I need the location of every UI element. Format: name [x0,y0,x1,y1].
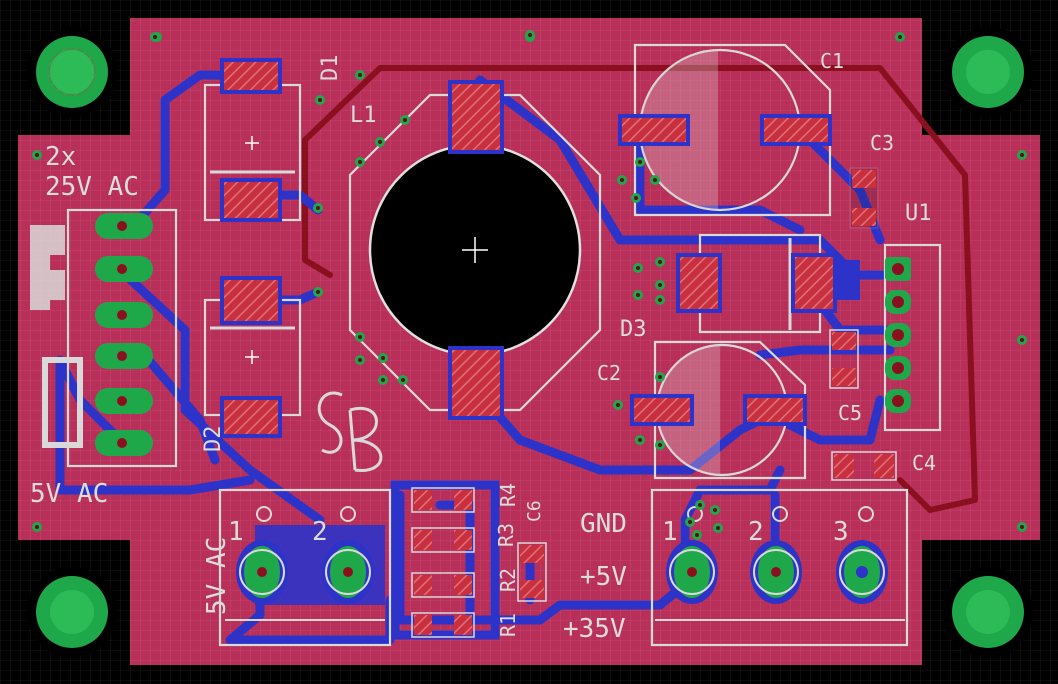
via-hole [658,283,662,287]
label-ac-pin-1: 1 [228,517,244,547]
label-c2: C2 [597,361,621,385]
via-hole [653,178,657,182]
u1-outline [883,243,942,432]
mounting-holes [27,27,1033,657]
input-connector-outline [66,208,178,468]
inductor-l1-outline [348,93,602,412]
label-l1: L1 [350,103,377,128]
d1-pad-1 [220,58,282,94]
via-hole [638,160,642,164]
label-pin-3: 3 [833,517,849,547]
output-terminal-pins [666,506,888,604]
c1-pad-2 [760,114,832,146]
input-connector-pins [95,213,153,456]
via-hole [688,520,692,524]
label-r2: R2 [496,568,520,592]
l1-pad-bottom [448,346,504,420]
via-hole [638,438,642,442]
via-hole [316,290,320,294]
via-hole [35,153,39,157]
d3-pad-1 [676,253,722,313]
via-hole [358,160,362,164]
via-hole [636,293,640,297]
silkscreen-labels: D1 L1 C1 C3 U1 C2 C5 C4 D3 D2 R4 R3 C6 R… [30,49,936,644]
crosshair-icon [462,237,488,263]
label-c5: C5 [838,401,862,425]
via-hole [528,33,532,37]
u1-pins [885,257,911,413]
via-hole [1020,153,1024,157]
via-hole [716,526,720,530]
via-hole [636,266,640,270]
via-hole [658,298,662,302]
label-d2: D2 [201,426,226,453]
label-pin-2: 2 [748,517,764,547]
label-plus5v: +5V [580,562,627,592]
via-hole [658,443,662,447]
label-input-2x: 2x [45,142,76,172]
label-d3: D3 [620,317,647,342]
label-u1: U1 [905,201,932,226]
via-hole [35,525,39,529]
label-gnd: GND [580,509,627,539]
via-hole [153,35,157,39]
label-c1: C1 [820,49,844,73]
label-c4: C4 [912,451,936,475]
top-copper-ring-2 [302,137,333,278]
via-hole [318,98,322,102]
label-input-25vac: 25V AC [45,172,139,202]
smd-caps [517,167,897,602]
via-hole [658,375,662,379]
label-r4: R4 [496,483,520,507]
label-d1: D1 [318,55,343,82]
resistors [411,487,475,638]
d2-pad-1 [220,276,282,325]
c2-pad-2 [743,394,807,426]
d2-pad-2 [220,396,282,438]
via-hole [401,378,405,382]
label-ac-pin-2: 2 [312,517,328,547]
via-hole [358,335,362,339]
c1-pad-1 [618,114,690,146]
via-hole [1020,525,1024,529]
via-hole [898,35,902,39]
c1-outline [633,43,832,217]
via-hole [381,356,385,360]
vias [32,30,1027,540]
l1-pad-top [448,80,504,154]
label-c6: C6 [524,500,545,522]
via-hole [713,508,717,512]
via-hole [378,140,382,144]
label-input-5vac: 5V AC [30,479,108,509]
ac-terminal-outline [218,488,392,647]
label-c3: C3 [870,131,894,155]
via-hole [358,73,362,77]
sb-monogram-logo [317,391,383,472]
label-plus35v: +35V [563,614,626,644]
output-terminal-outline [650,488,909,647]
via-hole [695,533,699,537]
top-copper-ring [302,65,978,513]
via-hole [1020,338,1024,342]
label-ac-5vac: 5V AC [202,537,232,615]
via-hole [698,503,702,507]
via-hole [620,178,624,182]
c2-pad-1 [630,394,694,426]
c2-outline [653,340,807,480]
d1-pad-2 [220,178,282,222]
via-hole [316,206,320,210]
via-hole [381,378,385,382]
via-hole [616,403,620,407]
label-pin-1: 1 [662,517,678,547]
ac-terminal-pins [236,506,374,604]
via-hole [634,196,638,200]
label-r1: R1 [496,613,520,637]
via-hole [658,260,662,264]
d3-pad-2 [791,253,837,313]
via-hole [358,358,362,362]
via-hole [403,118,407,122]
label-r3: R3 [494,523,518,547]
